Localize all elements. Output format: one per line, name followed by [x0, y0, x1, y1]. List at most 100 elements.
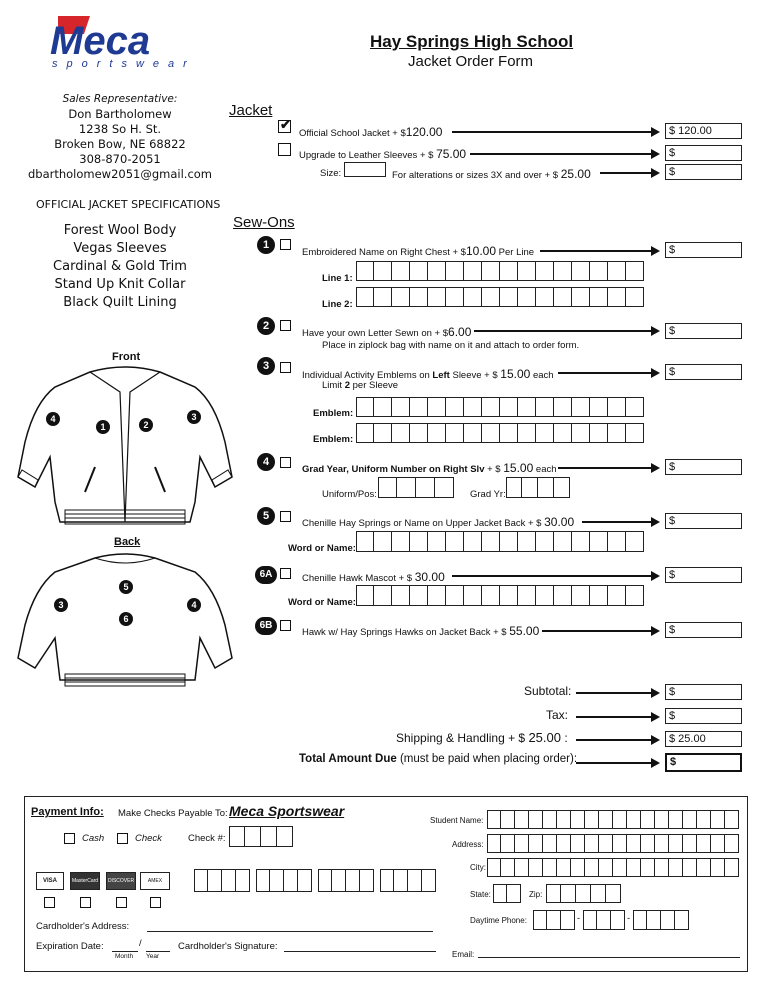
letter-box[interactable] [683, 858, 697, 877]
letter-box[interactable] [298, 869, 312, 892]
sewon-6a-checkbox[interactable] [280, 568, 291, 579]
uniform-boxes[interactable] [378, 477, 454, 498]
letter-box[interactable] [284, 869, 298, 892]
letter-box[interactable] [613, 858, 627, 877]
letter-box[interactable] [506, 477, 522, 498]
emblem2-boxes[interactable] [356, 423, 644, 443]
letter-box[interactable] [529, 810, 543, 829]
letter-box[interactable] [590, 585, 608, 606]
letter-box[interactable] [507, 884, 521, 903]
letter-box[interactable] [572, 287, 590, 307]
letter-box[interactable] [711, 834, 725, 853]
letter-box[interactable] [608, 531, 626, 552]
letter-box[interactable] [522, 477, 538, 498]
letter-box[interactable] [591, 884, 606, 903]
letter-box[interactable] [572, 261, 590, 281]
letter-box[interactable] [410, 287, 428, 307]
official-jacket-checkbox[interactable]: ✔ [278, 117, 291, 133]
letter-box[interactable] [500, 397, 518, 417]
letter-box[interactable] [627, 858, 641, 877]
letter-box[interactable] [599, 810, 613, 829]
letter-box[interactable] [446, 287, 464, 307]
letter-box[interactable] [482, 531, 500, 552]
letter-box[interactable] [626, 397, 644, 417]
letter-box[interactable] [554, 397, 572, 417]
word6a-boxes[interactable] [356, 585, 644, 606]
letter-box[interactable] [482, 261, 500, 281]
letter-box[interactable] [536, 287, 554, 307]
letter-box[interactable] [697, 858, 711, 877]
letter-box[interactable] [572, 585, 590, 606]
card-number-boxes-4[interactable] [380, 869, 436, 892]
letter-box[interactable] [627, 810, 641, 829]
letter-box[interactable] [543, 834, 557, 853]
subtotal-value[interactable]: $ [665, 684, 742, 700]
letter-box[interactable] [518, 423, 536, 443]
sewon-6b-checkbox[interactable] [280, 620, 291, 631]
letter-box[interactable] [590, 423, 608, 443]
phone-line-boxes[interactable] [633, 910, 689, 930]
letter-box[interactable] [641, 810, 655, 829]
letter-box[interactable] [576, 884, 591, 903]
letter-box[interactable] [626, 287, 644, 307]
letter-box[interactable] [590, 261, 608, 281]
letter-box[interactable] [683, 834, 697, 853]
letter-box[interactable] [464, 423, 482, 443]
letter-box[interactable] [561, 910, 575, 930]
letter-box[interactable] [392, 585, 410, 606]
shipping-value[interactable]: $ 25.00 [665, 731, 742, 747]
letter-box[interactable] [408, 869, 422, 892]
sewon-1-total[interactable]: $ [665, 242, 742, 258]
letter-box[interactable] [711, 858, 725, 877]
letter-box[interactable] [571, 858, 585, 877]
letter-box[interactable] [641, 858, 655, 877]
leather-total[interactable]: $ [665, 145, 742, 161]
letter-box[interactable] [547, 910, 561, 930]
letter-box[interactable] [374, 261, 392, 281]
letter-box[interactable] [428, 423, 446, 443]
letter-box[interactable] [641, 834, 655, 853]
letter-box[interactable] [356, 585, 374, 606]
letter-box[interactable] [518, 261, 536, 281]
letter-box[interactable] [236, 869, 250, 892]
letter-box[interactable] [585, 810, 599, 829]
letter-box[interactable] [501, 810, 515, 829]
letter-box[interactable] [561, 884, 576, 903]
letter-box[interactable] [428, 397, 446, 417]
letter-box[interactable] [356, 397, 374, 417]
student-name-boxes[interactable] [487, 810, 739, 829]
letter-box[interactable] [493, 884, 507, 903]
letter-box[interactable] [606, 884, 621, 903]
letter-box[interactable] [626, 423, 644, 443]
letter-box[interactable] [529, 858, 543, 877]
letter-box[interactable] [515, 810, 529, 829]
letter-box[interactable] [538, 477, 554, 498]
letter-box[interactable] [585, 858, 599, 877]
checkno-boxes[interactable] [229, 826, 293, 847]
size-input[interactable] [344, 162, 386, 177]
card-number-boxes-1[interactable] [194, 869, 250, 892]
letter-box[interactable] [697, 834, 711, 853]
letter-box[interactable] [557, 834, 571, 853]
letter-box[interactable] [572, 423, 590, 443]
letter-box[interactable] [245, 826, 261, 847]
letter-box[interactable] [464, 585, 482, 606]
letter-box[interactable] [572, 531, 590, 552]
letter-box[interactable] [590, 397, 608, 417]
letter-box[interactable] [222, 869, 236, 892]
letter-box[interactable] [397, 477, 416, 498]
letter-box[interactable] [608, 287, 626, 307]
letter-box[interactable] [410, 397, 428, 417]
letter-box[interactable] [554, 585, 572, 606]
letter-box[interactable] [608, 423, 626, 443]
letter-box[interactable] [435, 477, 454, 498]
signature-line[interactable] [284, 951, 436, 952]
letter-box[interactable] [464, 261, 482, 281]
tax-value[interactable]: $ [665, 708, 742, 724]
sewon-4-total[interactable]: $ [665, 459, 742, 475]
letter-box[interactable] [554, 477, 570, 498]
letter-box[interactable] [356, 287, 374, 307]
letter-box[interactable] [374, 531, 392, 552]
letter-box[interactable] [518, 397, 536, 417]
letter-box[interactable] [611, 910, 625, 930]
